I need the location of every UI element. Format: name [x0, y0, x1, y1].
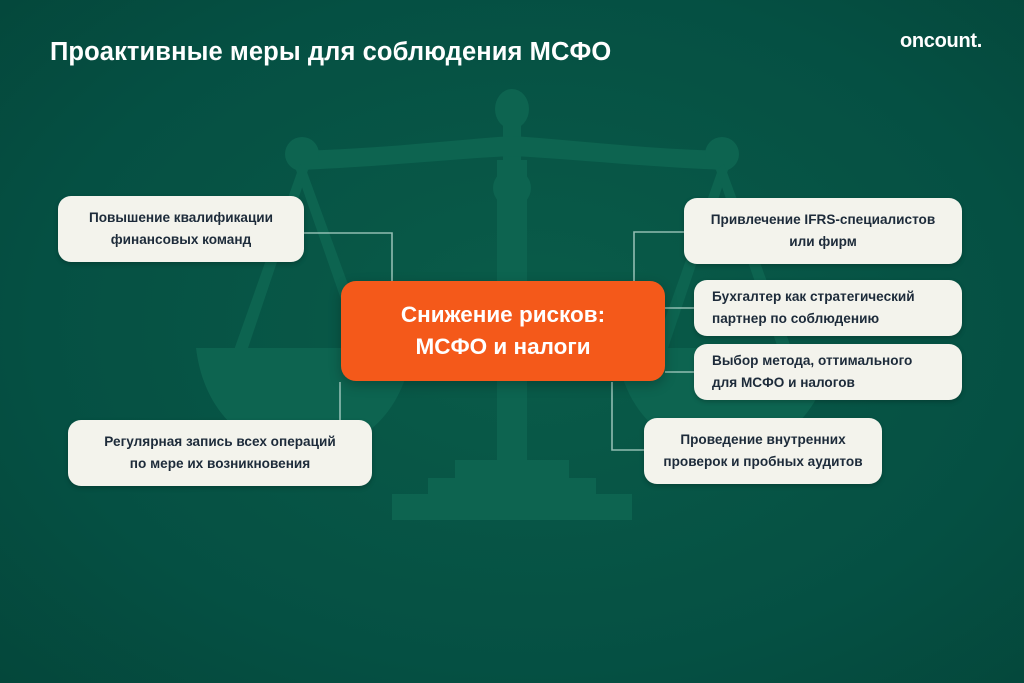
hub-risk-reduction[interactable]: Снижение рисков: МСФО и налоги	[341, 281, 665, 381]
node-internal-audits-line-1: Проведение внутренних	[680, 431, 846, 447]
node-qualification-line-1: Повышение квалификации	[88, 209, 274, 225]
slide-title: Проактивные меры для соблюдения МСФО	[50, 38, 612, 66]
connector-right-bottom	[611, 382, 644, 451]
node-ifrs-specialists-line-2: или фирм	[789, 234, 857, 249]
brand-logo: oncount.	[899, 30, 982, 52]
node-regular-recording-line-2: по мере их возникновения	[129, 456, 311, 471]
node-method-choice[interactable]: Выбор метода, оттимального для МСФО и на…	[694, 344, 962, 400]
node-internal-audits-line-2: проверок и пробных аудитов	[663, 454, 863, 469]
node-qualification[interactable]: Повышение квалификации финансовых команд	[58, 196, 304, 262]
node-ifrs-specialists[interactable]: Привлечение IFRS-специалистов или фирм	[684, 198, 962, 264]
node-ifrs-specialists-line-1: Привлечение IFRS-специалистов	[710, 211, 936, 227]
node-strategic-partner-line-1: Бухгалтер как стратегический	[712, 288, 915, 304]
hub-line-2: МСФО и налоги	[415, 334, 591, 359]
node-method-choice-line-1: Выбор метода, оттимального	[712, 352, 913, 368]
node-strategic-partner[interactable]: Бухгалтер как стратегический партнер по …	[694, 280, 962, 336]
node-method-choice-line-2: для МСФО и налогов	[712, 375, 855, 390]
node-internal-audits[interactable]: Проведение внутренних проверок и пробных…	[644, 418, 882, 484]
hub-line-1: Снижение рисков:	[400, 302, 606, 328]
node-regular-recording[interactable]: Регулярная запись всех операций по мере …	[68, 420, 372, 486]
node-regular-recording-line-1: Регулярная запись всех операций	[104, 433, 336, 449]
node-strategic-partner-line-2: партнер по соблюдению	[712, 311, 880, 326]
node-qualification-line-2: финансовых команд	[110, 232, 252, 247]
